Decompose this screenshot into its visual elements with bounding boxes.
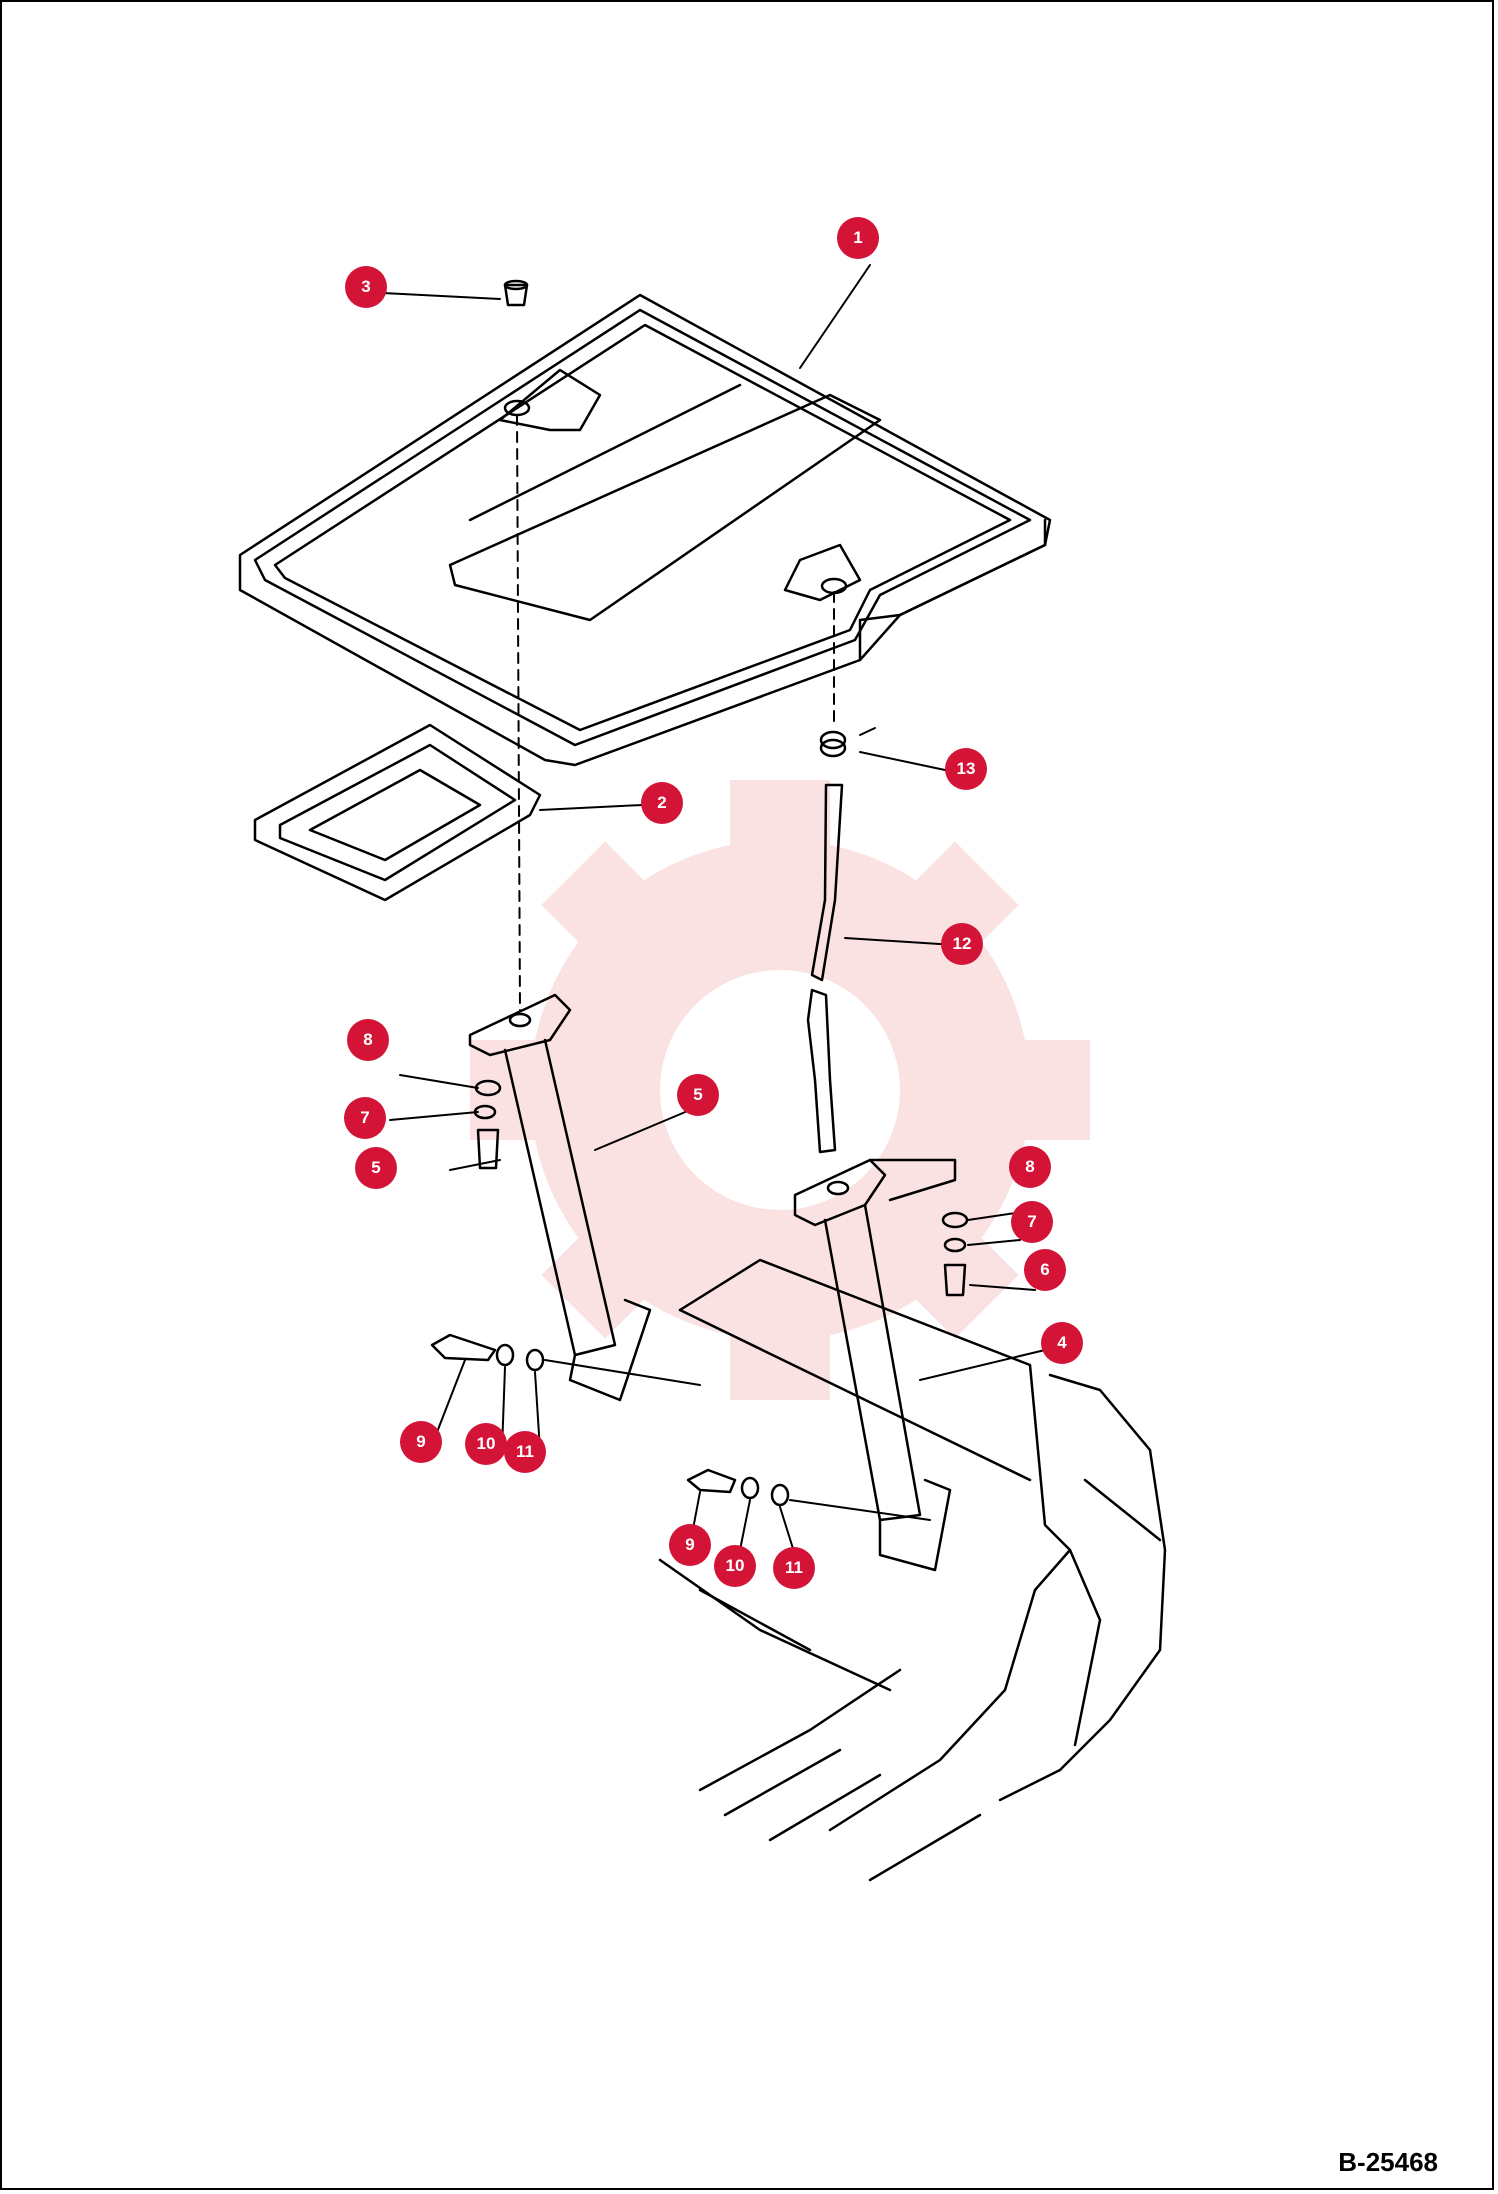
spring xyxy=(819,727,876,758)
right-post xyxy=(793,1158,957,1572)
callout-7b[interactable]: 7 xyxy=(1011,1201,1053,1243)
machine-body xyxy=(658,1258,1167,1882)
callout-9b[interactable]: 9 xyxy=(669,1524,711,1566)
callout-1[interactable]: 1 xyxy=(837,217,879,259)
rubber-stopper xyxy=(382,279,529,307)
callout-5a[interactable]: 5 xyxy=(677,1074,719,1116)
drawing-number: B-25468 xyxy=(1338,2147,1438,2177)
callout-4[interactable]: 4 xyxy=(1041,1322,1083,1364)
callout-6[interactable]: 6 xyxy=(1024,1249,1066,1291)
frame-plate xyxy=(253,723,542,902)
callout-8b[interactable]: 8 xyxy=(1009,1146,1051,1188)
callout-3[interactable]: 3 xyxy=(345,266,387,308)
callout-5b[interactable]: 5 xyxy=(355,1147,397,1189)
callout-11b[interactable]: 11 xyxy=(773,1547,815,1589)
callout-10b[interactable]: 10 xyxy=(714,1545,756,1587)
callout-11a[interactable]: 11 xyxy=(504,1431,546,1473)
callout-12[interactable]: 12 xyxy=(941,923,983,965)
callout-2[interactable]: 2 xyxy=(641,782,683,824)
callout-8a[interactable]: 8 xyxy=(347,1019,389,1061)
leader-lines xyxy=(389,264,1046,1556)
right-hardware xyxy=(686,1211,969,1521)
callout-10a[interactable]: 10 xyxy=(465,1423,507,1465)
callout-7a[interactable]: 7 xyxy=(344,1097,386,1139)
callout-13[interactable]: 13 xyxy=(945,748,987,790)
callout-9a[interactable]: 9 xyxy=(400,1421,442,1463)
watermark-gear-logo xyxy=(470,780,1090,1400)
support-rod xyxy=(806,783,844,1154)
left-post xyxy=(468,993,652,1402)
roof-panel xyxy=(238,293,1052,767)
